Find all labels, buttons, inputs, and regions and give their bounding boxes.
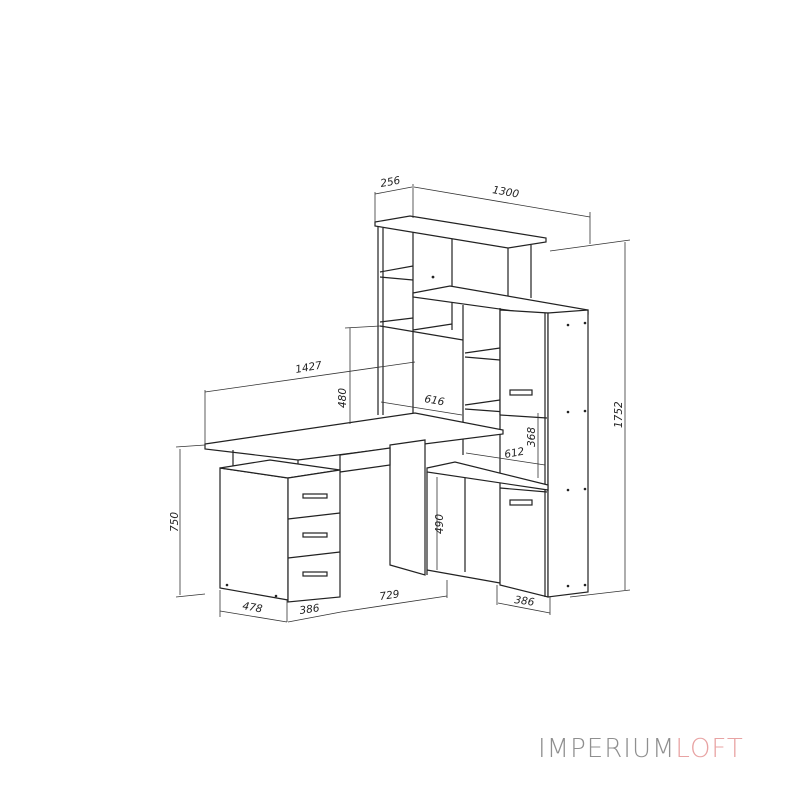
logo-text-loft: LOFT <box>675 734 744 764</box>
dim-total-height: 1752 <box>613 401 625 428</box>
dim-side-shelf-width: 612 <box>503 446 525 461</box>
dim-shelf-gap: 368 <box>526 427 538 447</box>
drawer-handle-2 <box>302 532 328 538</box>
dim-upper-clearance: 480 <box>337 388 349 408</box>
dim-top-width: 1300 <box>491 184 520 201</box>
dim-desk-height: 750 <box>169 512 181 532</box>
desk-outline <box>204 215 589 603</box>
dim-desk-width: 1427 <box>294 359 323 376</box>
dimension-labels: 256 1300 1752 1427 480 616 368 612 750 4… <box>169 175 625 617</box>
dim-top-depth: 256 <box>379 175 401 190</box>
drawer-handle-3 <box>302 571 328 577</box>
dim-niche-width: 616 <box>423 393 445 408</box>
dim-low-shelf-height: 490 <box>434 514 446 534</box>
drawer-handle-1 <box>302 493 328 499</box>
dim-pedestal-width: 386 <box>299 602 321 617</box>
dim-pedestal-depth: 478 <box>241 600 263 615</box>
logo-text-imperium: IMPERIUM <box>538 734 676 764</box>
brand-logo: IMPERIUMLOFT <box>538 734 744 764</box>
dimension-lines <box>175 184 631 623</box>
dim-legroom-width: 729 <box>379 588 401 603</box>
dim-tower-width: 386 <box>514 594 536 609</box>
